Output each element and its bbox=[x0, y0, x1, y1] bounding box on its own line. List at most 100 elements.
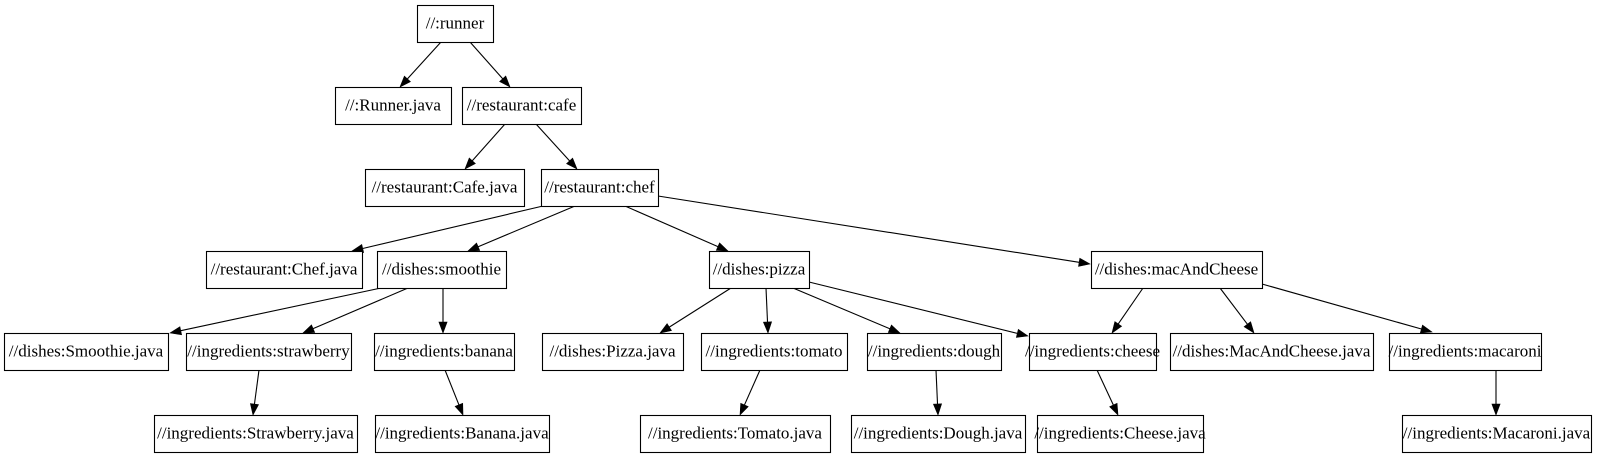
graph-node-ing_strawberry[interactable]: //ingredients:strawberry bbox=[185, 332, 353, 372]
arrowhead-icon bbox=[1111, 321, 1123, 334]
edge-line bbox=[657, 195, 1080, 263]
edge-line bbox=[1117, 287, 1144, 325]
node-box[interactable] bbox=[3, 332, 170, 372]
edge-line bbox=[765, 287, 769, 323]
edge-restaurant_chef-to-dishes_pizza bbox=[624, 205, 729, 252]
arrowhead-icon bbox=[454, 402, 464, 416]
edge-line bbox=[180, 287, 382, 332]
arrowhead-icon bbox=[467, 242, 481, 252]
arrowhead-icon bbox=[762, 321, 773, 334]
node-box[interactable] bbox=[461, 86, 583, 126]
node-box[interactable] bbox=[1169, 332, 1375, 372]
node-box[interactable] bbox=[850, 414, 1027, 454]
edge-line bbox=[624, 205, 719, 248]
node-label: //dishes:smoothie bbox=[382, 259, 501, 278]
node-box[interactable] bbox=[1028, 332, 1158, 372]
node-label: //ingredients:strawberry bbox=[187, 341, 350, 360]
arrowhead-icon bbox=[1491, 403, 1501, 416]
arrowhead-icon bbox=[1109, 402, 1119, 416]
graph-node-ing_cheese[interactable]: //ingredients:cheese bbox=[1025, 332, 1160, 372]
arrowhead-icon bbox=[499, 75, 511, 88]
node-label: //ingredients:Dough.java bbox=[854, 423, 1023, 442]
graph-node-ing_banana[interactable]: //ingredients:banana bbox=[373, 332, 516, 372]
edge-line bbox=[808, 281, 1018, 334]
arrowhead-icon bbox=[887, 324, 901, 334]
edge-dishes_smoothie-to-dishes_smoothie_java bbox=[169, 287, 382, 336]
node-box[interactable] bbox=[866, 332, 1003, 372]
node-label: //dishes:pizza bbox=[713, 259, 806, 278]
edge-dishes_macandcheese-to-ing_cheese bbox=[1111, 287, 1144, 334]
graph-node-ing_dough[interactable]: //ingredients:dough bbox=[866, 332, 1003, 372]
node-box[interactable] bbox=[1090, 250, 1264, 290]
edge-line bbox=[477, 205, 576, 248]
graph-node-dishes_smoothie[interactable]: //dishes:smoothie bbox=[376, 250, 508, 290]
edge-line bbox=[362, 205, 544, 250]
edge-line bbox=[668, 287, 732, 328]
edge-dishes_smoothie-to-ing_banana bbox=[438, 288, 448, 334]
edge-ing_macaroni-to-ing_macaroni_java bbox=[1491, 370, 1501, 416]
edge-line bbox=[407, 41, 442, 80]
graph-node-ing_dough_java[interactable]: //ingredients:Dough.java bbox=[850, 414, 1027, 454]
node-label: //dishes:Pizza.java bbox=[549, 341, 676, 360]
node-box[interactable] bbox=[700, 332, 849, 372]
edge-line bbox=[935, 369, 939, 405]
graph-node-ing_cheese_java[interactable]: //ingredients:Cheese.java bbox=[1034, 414, 1206, 454]
edge-ing_strawberry-to-ing_strawberry_java bbox=[250, 369, 260, 416]
node-box[interactable] bbox=[708, 250, 811, 290]
node-box[interactable] bbox=[1401, 414, 1593, 454]
graph-node-runner[interactable]: //:runner bbox=[416, 4, 495, 44]
node-label: //restaurant:Cafe.java bbox=[372, 177, 518, 196]
node-box[interactable] bbox=[541, 332, 685, 372]
node-box[interactable] bbox=[185, 332, 353, 372]
edge-ing_cheese-to-ing_cheese_java bbox=[1096, 369, 1119, 416]
edge-restaurant_chef-to-restaurant_chef_java bbox=[351, 205, 544, 253]
node-box[interactable] bbox=[540, 168, 660, 208]
edge-line bbox=[1096, 369, 1114, 406]
graph-node-restaurant_chef[interactable]: //restaurant:chef bbox=[540, 168, 660, 208]
node-box[interactable] bbox=[334, 86, 453, 126]
graph-node-dishes_macandcheese[interactable]: //dishes:macAndCheese bbox=[1090, 250, 1264, 290]
node-box[interactable] bbox=[1388, 332, 1543, 372]
graph-node-runner_java[interactable]: //:Runner.java bbox=[334, 86, 453, 126]
node-box[interactable] bbox=[374, 414, 551, 454]
graph-node-restaurant_cafe[interactable]: //restaurant:cafe bbox=[461, 86, 583, 126]
node-box[interactable] bbox=[373, 332, 516, 372]
node-label: //ingredients:cheese bbox=[1025, 341, 1160, 360]
edge-line bbox=[1261, 283, 1422, 330]
graph-node-ing_macaroni_java[interactable]: //ingredients:Macaroni.java bbox=[1401, 414, 1593, 454]
node-box[interactable] bbox=[153, 414, 359, 454]
edge-line bbox=[444, 369, 460, 405]
node-label: //ingredients:dough bbox=[868, 341, 1001, 360]
arrowhead-icon bbox=[1078, 257, 1091, 267]
node-box[interactable] bbox=[639, 414, 832, 454]
graph-node-dishes_smoothie_java[interactable]: //dishes:Smoothie.java bbox=[3, 332, 170, 372]
graph-node-dishes_pizza[interactable]: //dishes:pizza bbox=[708, 250, 811, 290]
edge-runner-to-runner_java bbox=[399, 41, 442, 88]
edge-ing_tomato-to-ing_tomato_java bbox=[739, 369, 761, 416]
graph-node-dishes_pizza_java[interactable]: //dishes:Pizza.java bbox=[541, 332, 685, 372]
edge-line bbox=[1219, 287, 1248, 325]
graph-node-ing_tomato_java[interactable]: //ingredients:Tomato.java bbox=[639, 414, 832, 454]
edge-dishes_pizza-to-ing_cheese bbox=[808, 281, 1029, 338]
node-box[interactable] bbox=[416, 4, 495, 44]
graph-node-dishes_macandcheese_java[interactable]: //dishes:MacAndCheese.java bbox=[1169, 332, 1375, 372]
graph-node-restaurant_chef_java[interactable]: //restaurant:Chef.java bbox=[205, 250, 364, 290]
node-box[interactable] bbox=[205, 250, 364, 290]
graph-node-restaurant_cafe_java[interactable]: //restaurant:Cafe.java bbox=[364, 168, 526, 208]
node-box[interactable] bbox=[1036, 414, 1205, 454]
graph-node-ing_tomato[interactable]: //ingredients:tomato bbox=[700, 332, 849, 372]
edge-line bbox=[253, 369, 260, 405]
arrowhead-icon bbox=[302, 324, 316, 334]
node-box[interactable] bbox=[364, 168, 526, 208]
edge-line bbox=[471, 123, 506, 162]
node-label: //:runner bbox=[426, 13, 485, 32]
edge-line bbox=[792, 287, 891, 330]
edge-dishes_macandcheese-to-dishes_macandcheese_java bbox=[1219, 287, 1255, 334]
arrowhead-icon bbox=[464, 157, 476, 170]
graph-node-ing_strawberry_java[interactable]: //ingredients:Strawberry.java bbox=[153, 414, 359, 454]
graph-node-ing_banana_java[interactable]: //ingredients:Banana.java bbox=[374, 414, 551, 454]
edge-dishes_pizza-to-ing_tomato bbox=[762, 287, 773, 334]
graph-node-ing_macaroni[interactable]: //ingredients:macaroni bbox=[1388, 332, 1543, 372]
node-box[interactable] bbox=[376, 250, 508, 290]
